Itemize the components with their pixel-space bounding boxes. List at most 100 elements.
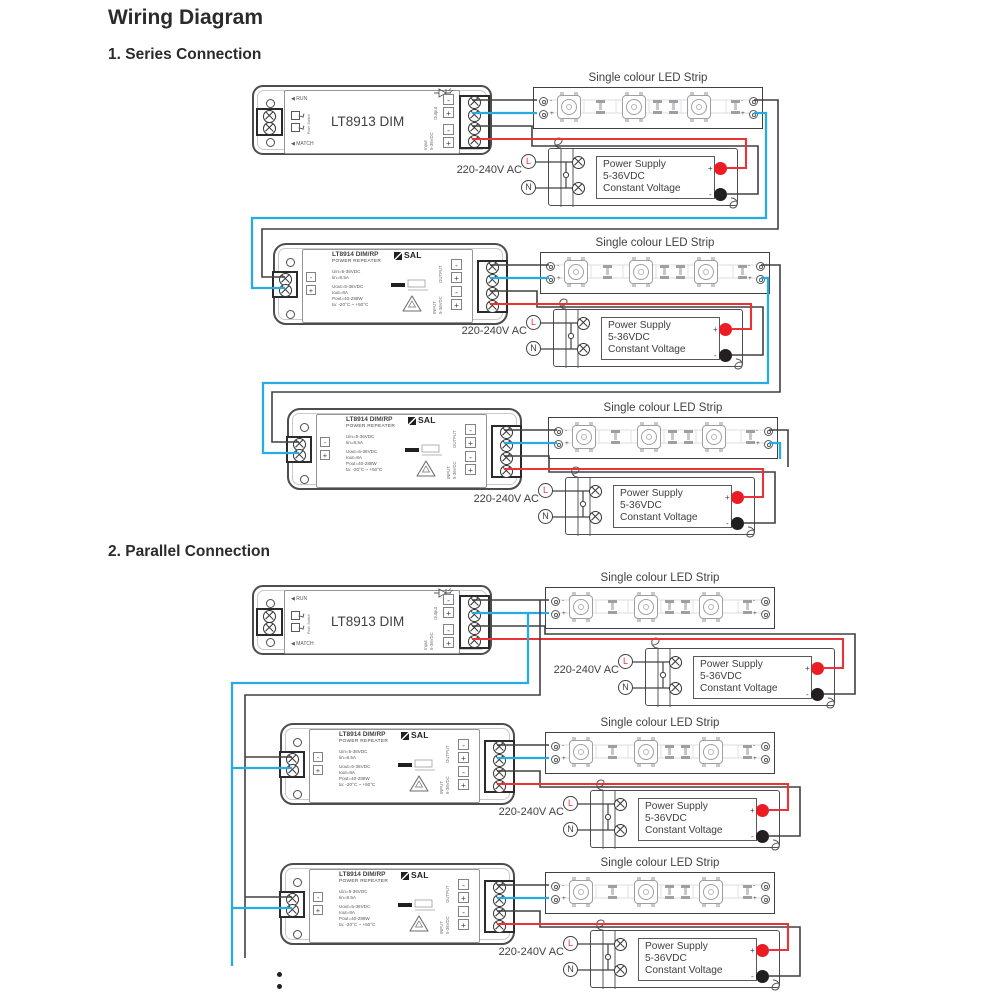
terminal-minus-label: - bbox=[443, 124, 454, 135]
resistor-icon bbox=[608, 600, 617, 614]
minus-dot bbox=[731, 517, 744, 530]
screw-hole-icon bbox=[266, 138, 275, 147]
controller-lt8914: LT8914 DIM/RP POWER REPEATER SAL Uin=5-3… bbox=[279, 723, 515, 805]
led-strip-label: Single colour LED Strip bbox=[603, 402, 723, 414]
ac-voltage-label: 220-240V AC bbox=[461, 325, 527, 337]
terminal-plus-label: + bbox=[458, 752, 469, 763]
screw-terminal-icon bbox=[614, 798, 627, 811]
screw-hole-icon bbox=[293, 790, 302, 799]
page-title: Wiring Diagram bbox=[108, 6, 263, 29]
terminal-minus-label: - bbox=[465, 424, 476, 435]
resistor-icon bbox=[669, 100, 678, 114]
led-package-icon bbox=[687, 92, 711, 122]
live-terminal: L bbox=[563, 936, 578, 951]
solder-pad-icon bbox=[546, 262, 555, 271]
neutral-terminal: N bbox=[563, 822, 578, 837]
warning-triangle-icon bbox=[409, 915, 429, 932]
psu-line1: Power Supply bbox=[700, 659, 763, 670]
led-strip: - + - + bbox=[545, 732, 775, 774]
led-package-icon bbox=[634, 877, 658, 907]
solder-pad-icon bbox=[761, 742, 770, 751]
terminal-plus-label: + bbox=[458, 779, 469, 790]
led-package-icon bbox=[634, 737, 658, 767]
solder-pad-icon bbox=[756, 262, 765, 271]
screw-terminal-icon bbox=[500, 439, 513, 452]
led-strip: - + - + bbox=[533, 87, 763, 129]
led-package-icon bbox=[699, 877, 723, 907]
strain-relief-icon bbox=[826, 697, 835, 709]
spec-line: Iout=8A bbox=[339, 770, 355, 775]
section-heading-series: 1. Series Connection bbox=[108, 46, 262, 63]
resistor-icon bbox=[681, 600, 690, 614]
solder-pad-icon bbox=[551, 895, 560, 904]
power-supply: Power Supply 5-36VDC Constant Voltage + … bbox=[526, 298, 743, 370]
pad-minus-label: - bbox=[753, 882, 756, 889]
screw-terminal-icon bbox=[500, 426, 513, 439]
warning-triangle-icon bbox=[409, 775, 429, 792]
led-strip: - + - + bbox=[548, 417, 778, 459]
plus-label: + bbox=[725, 493, 730, 502]
plus-label: + bbox=[713, 325, 718, 334]
psu-line1: Power Supply bbox=[645, 941, 708, 952]
psu-line2: 5-36VDC bbox=[608, 332, 650, 343]
pad-plus-label: + bbox=[753, 755, 757, 762]
input-label: INPUT bbox=[432, 301, 437, 314]
model-label: LT8914 DIM/RP bbox=[339, 871, 386, 878]
terminal-minus-label: - bbox=[465, 451, 476, 462]
pad-minus-label: - bbox=[741, 97, 744, 104]
output-label: Output bbox=[433, 607, 438, 620]
terminal-plus-label: + bbox=[458, 919, 469, 930]
continuation-dots bbox=[277, 984, 282, 989]
spec-line: Iin=8.5A bbox=[339, 895, 356, 900]
solder-pad-icon bbox=[749, 97, 758, 106]
pad-plus-label: + bbox=[753, 610, 757, 617]
input-label: INPUT bbox=[446, 466, 451, 479]
led-package-icon bbox=[629, 257, 653, 287]
screw-terminal-icon bbox=[468, 635, 481, 648]
terminal-minus-label: - bbox=[458, 766, 469, 777]
pad-plus-label: + bbox=[753, 895, 757, 902]
screw-terminal-icon bbox=[493, 894, 506, 907]
led-strip: - + - + bbox=[545, 872, 775, 914]
brand-label: SAL bbox=[418, 415, 436, 425]
power-supply: Power Supply 5-36VDC Constant Voltage + … bbox=[538, 466, 755, 538]
power-supply: Power Supply 5-36VDC Constant Voltage + … bbox=[618, 637, 835, 709]
screw-hole-icon bbox=[266, 599, 275, 608]
psu-line3: Constant Voltage bbox=[608, 344, 686, 355]
pad-plus-label: + bbox=[565, 440, 569, 447]
input-voltage-label: 5-36VDC bbox=[445, 776, 450, 794]
strain-relief-icon bbox=[554, 137, 563, 149]
continuation-dots bbox=[277, 972, 282, 977]
terminal-plus-label: + bbox=[306, 285, 316, 295]
solder-pad-icon bbox=[761, 882, 770, 891]
sal-logo-icon bbox=[394, 252, 402, 260]
spec-line: Uout=5-36VDC bbox=[332, 284, 364, 289]
psu-line3: Constant Voltage bbox=[620, 512, 698, 523]
strain-relief-icon bbox=[596, 919, 605, 931]
input-label: Input bbox=[423, 140, 428, 150]
led-strip-label: Single colour LED Strip bbox=[588, 72, 708, 84]
push-switch-icon bbox=[291, 111, 300, 120]
screw-terminal-icon bbox=[577, 343, 590, 356]
spec-line: Iout=8A bbox=[332, 290, 348, 295]
screw-terminal-icon bbox=[286, 764, 299, 777]
output-label: OUTPUT bbox=[445, 745, 450, 763]
terminal-minus-label: - bbox=[451, 286, 462, 297]
plus-label: + bbox=[750, 806, 755, 815]
pad-minus-label: - bbox=[550, 97, 553, 104]
strain-relief-icon bbox=[571, 466, 580, 478]
live-terminal: L bbox=[563, 796, 578, 811]
pad-minus-label: - bbox=[756, 427, 759, 434]
resistor-icon bbox=[665, 885, 674, 899]
resistor-icon bbox=[596, 100, 605, 114]
minus-dot bbox=[811, 688, 824, 701]
resistor-icon bbox=[743, 600, 752, 614]
psu-label-box: Power Supply 5-36VDC Constant Voltage bbox=[596, 156, 715, 199]
solder-pad-icon bbox=[764, 427, 773, 436]
minus-dot bbox=[756, 830, 769, 843]
psu-line1: Power Supply bbox=[603, 159, 666, 170]
screw-terminal-icon bbox=[572, 182, 585, 195]
psu-line2: 5-36VDC bbox=[645, 813, 687, 824]
warning-triangle-icon bbox=[402, 295, 422, 312]
screw-hole-icon bbox=[293, 878, 302, 887]
